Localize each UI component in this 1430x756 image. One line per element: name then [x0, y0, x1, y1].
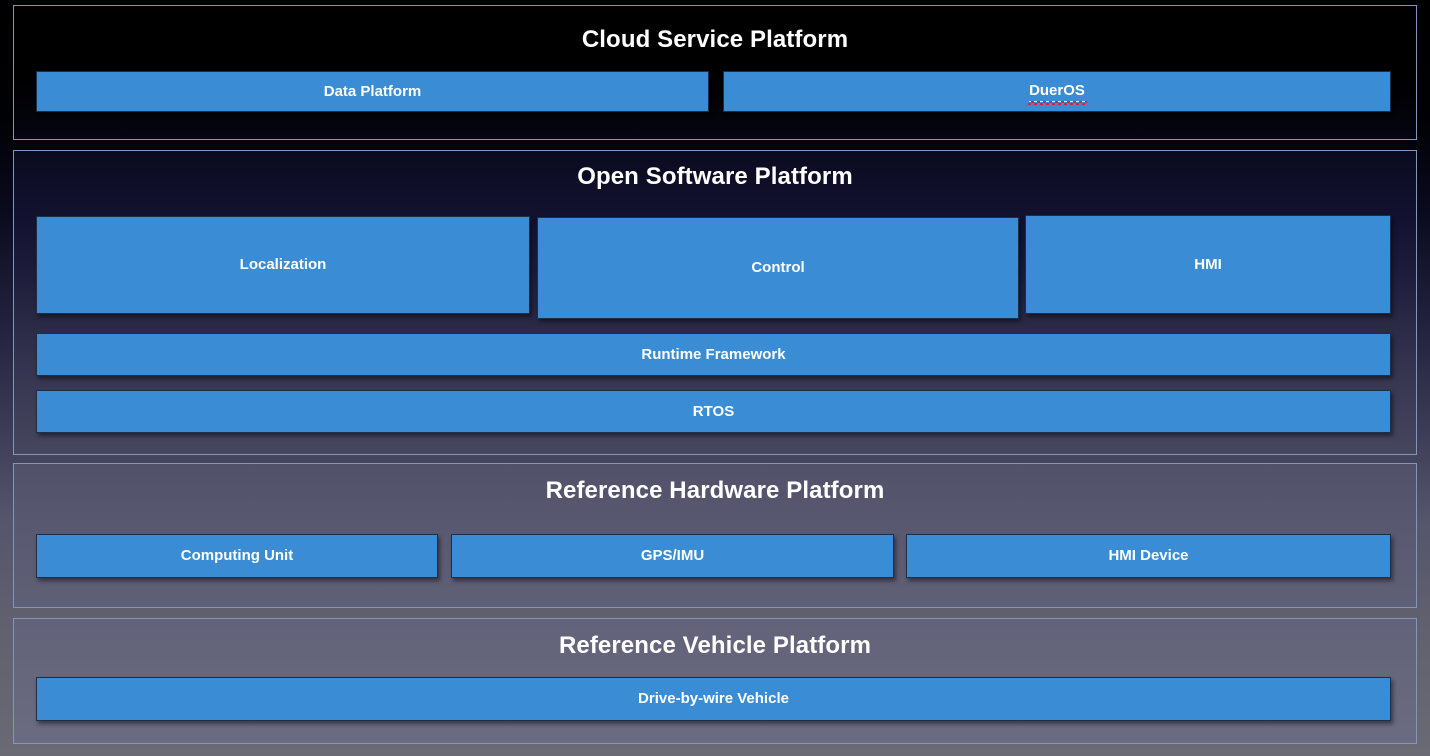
node-label-control: Control [751, 259, 805, 276]
tier-reference-vehicle-platform: Reference Vehicle Platform Drive-by-wire… [13, 618, 1417, 744]
node-hmi-device[interactable]: HMI Device [906, 534, 1391, 578]
node-gps-imu[interactable]: GPS/IMU [451, 534, 894, 578]
tier-cloud-service-platform: Cloud Service Platform Data Platform Due… [13, 5, 1417, 140]
node-label-rtos: RTOS [692, 402, 735, 420]
node-label-drive-by-wire-vehicle: Drive-by-wire Vehicle [638, 690, 789, 707]
node-drive-by-wire-vehicle[interactable]: Drive-by-wire Vehicle [36, 677, 1391, 721]
node-hmi[interactable]: HMI [1025, 215, 1391, 314]
tier-title-reference-hardware-platform: Reference Hardware Platform [545, 477, 885, 504]
node-computing-unit[interactable]: Computing Unit [36, 534, 438, 578]
node-label-localization: Localization [239, 256, 327, 273]
node-localization[interactable]: Localization [36, 216, 530, 314]
node-label-dueros: DuerOS [1028, 82, 1087, 105]
node-rtos[interactable]: RTOS [36, 390, 1391, 433]
node-label-hmi: HMI [1194, 255, 1222, 273]
node-label-gps-imu: GPS/IMU [640, 547, 705, 564]
node-label-data-platform: Data Platform [323, 82, 422, 100]
tier-title-open-software-platform: Open Software Platform [577, 163, 853, 190]
node-label-hmi-device: HMI Device [1108, 547, 1189, 564]
node-control[interactable]: Control [537, 217, 1019, 319]
tier-title-cloud-service-platform: Cloud Service Platform [581, 26, 849, 53]
node-runtime-framework[interactable]: Runtime Framework [36, 333, 1391, 376]
tier-title-reference-vehicle-platform: Reference Vehicle Platform [558, 632, 872, 659]
tier-reference-hardware-platform: Reference Hardware Platform Computing Un… [13, 463, 1417, 608]
tier-open-software-platform: Open Software Platform Localization Cont… [13, 150, 1417, 455]
node-label-computing-unit: Computing Unit [180, 547, 294, 564]
node-label-runtime-framework: Runtime Framework [641, 345, 786, 363]
node-dueros[interactable]: DuerOS [723, 71, 1391, 112]
node-data-platform[interactable]: Data Platform [36, 71, 709, 112]
